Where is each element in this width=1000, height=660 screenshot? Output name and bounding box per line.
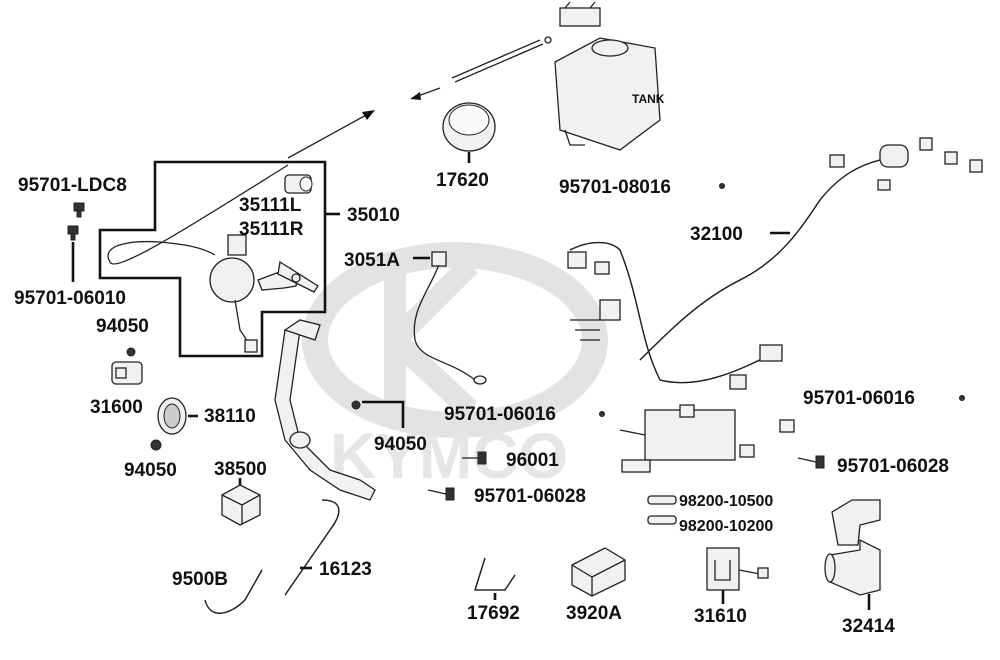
boot-32414 — [824, 499, 881, 596]
label-32414: 32414 — [842, 616, 895, 637]
label-98200-10200: 98200-10200 — [679, 518, 773, 535]
label-35111r: 35111R — [239, 219, 304, 240]
washer-94050-bottom-icon — [150, 439, 162, 451]
upper-cable-part — [451, 36, 552, 83]
tube-17692 — [474, 557, 516, 591]
washer-94050-mid-icon — [351, 400, 361, 410]
bolt-95701-06028-right-icon — [797, 455, 825, 469]
label-35010: 35010 — [347, 205, 400, 226]
wiring-harness-32100 — [567, 137, 983, 473]
screw-95701-06016-right-icon — [959, 395, 965, 401]
label-38500: 38500 — [214, 459, 267, 480]
bolt-95701-ldc8-icon — [73, 202, 85, 218]
label-38110: 38110 — [204, 406, 256, 427]
bolt-96001-icon — [462, 451, 487, 465]
label-31600: 31600 — [90, 397, 143, 418]
screw-95701-08016-icon — [719, 183, 725, 189]
cable-arrow — [287, 87, 441, 159]
label-94050-left-top: 94050 — [96, 316, 149, 337]
cable-35010 — [107, 164, 289, 265]
regulator-31610 — [706, 547, 769, 591]
label-3051a: 3051A — [344, 250, 400, 271]
screw-95701-06016-mid-icon — [599, 411, 605, 417]
keys-35111r — [257, 260, 319, 293]
cdi-3920a — [571, 547, 626, 597]
fuse-98200-10500 — [647, 495, 677, 505]
leader-94050-mid — [362, 400, 405, 428]
relay-38500 — [221, 484, 261, 526]
label-17620: 17620 — [436, 170, 489, 191]
watermark-text: KYMCO — [330, 420, 568, 492]
hose-9500b — [204, 569, 263, 614]
part-38110 — [157, 397, 187, 435]
label-96001: 96001 — [506, 450, 559, 471]
label-95701-06028-right: 95701-06028 — [837, 456, 949, 477]
bracket-frame — [274, 319, 376, 501]
fuel-tank-part — [554, 1, 661, 151]
ignition-switch — [209, 234, 258, 353]
label-16123: 16123 — [319, 559, 372, 580]
label-17692: 17692 — [467, 603, 520, 624]
label-3920a: 3920A — [566, 603, 622, 624]
lock-cylinder-35111l — [284, 174, 313, 194]
tank-label: TANK — [632, 92, 665, 106]
label-31610: 31610 — [694, 606, 747, 627]
fuel-cap-17620 — [442, 102, 496, 163]
fuse-98200-10200 — [647, 515, 677, 525]
washer-94050-top-icon — [126, 347, 136, 357]
label-95701-08016: 95701-08016 — [559, 177, 671, 198]
label-32100: 32100 — [690, 224, 743, 245]
label-95701-06028-left: 95701-06028 — [474, 486, 586, 507]
label-35111l: 35111L — [239, 195, 302, 216]
label-94050-mid: 94050 — [374, 434, 427, 455]
label-95701-06010: 95701-06010 — [14, 288, 126, 309]
label-95701-ldc8: 95701-LDC8 — [18, 175, 127, 196]
label-98200-10500: 98200-10500 — [679, 493, 773, 510]
label-95701-06016-mid: 95701-06016 — [444, 404, 556, 425]
part-31600 — [111, 361, 143, 385]
label-95701-06016-right: 95701-06016 — [803, 388, 915, 409]
label-9500b: 9500B — [172, 569, 228, 590]
cable-3051a — [413, 251, 487, 385]
bolt-95701-06010-icon — [67, 225, 79, 241]
bolt-95701-06028-left-icon — [427, 487, 455, 501]
label-94050-left-bottom: 94050 — [124, 460, 177, 481]
hose-16123 — [284, 499, 340, 596]
assembly-box-35010 — [98, 160, 327, 358]
